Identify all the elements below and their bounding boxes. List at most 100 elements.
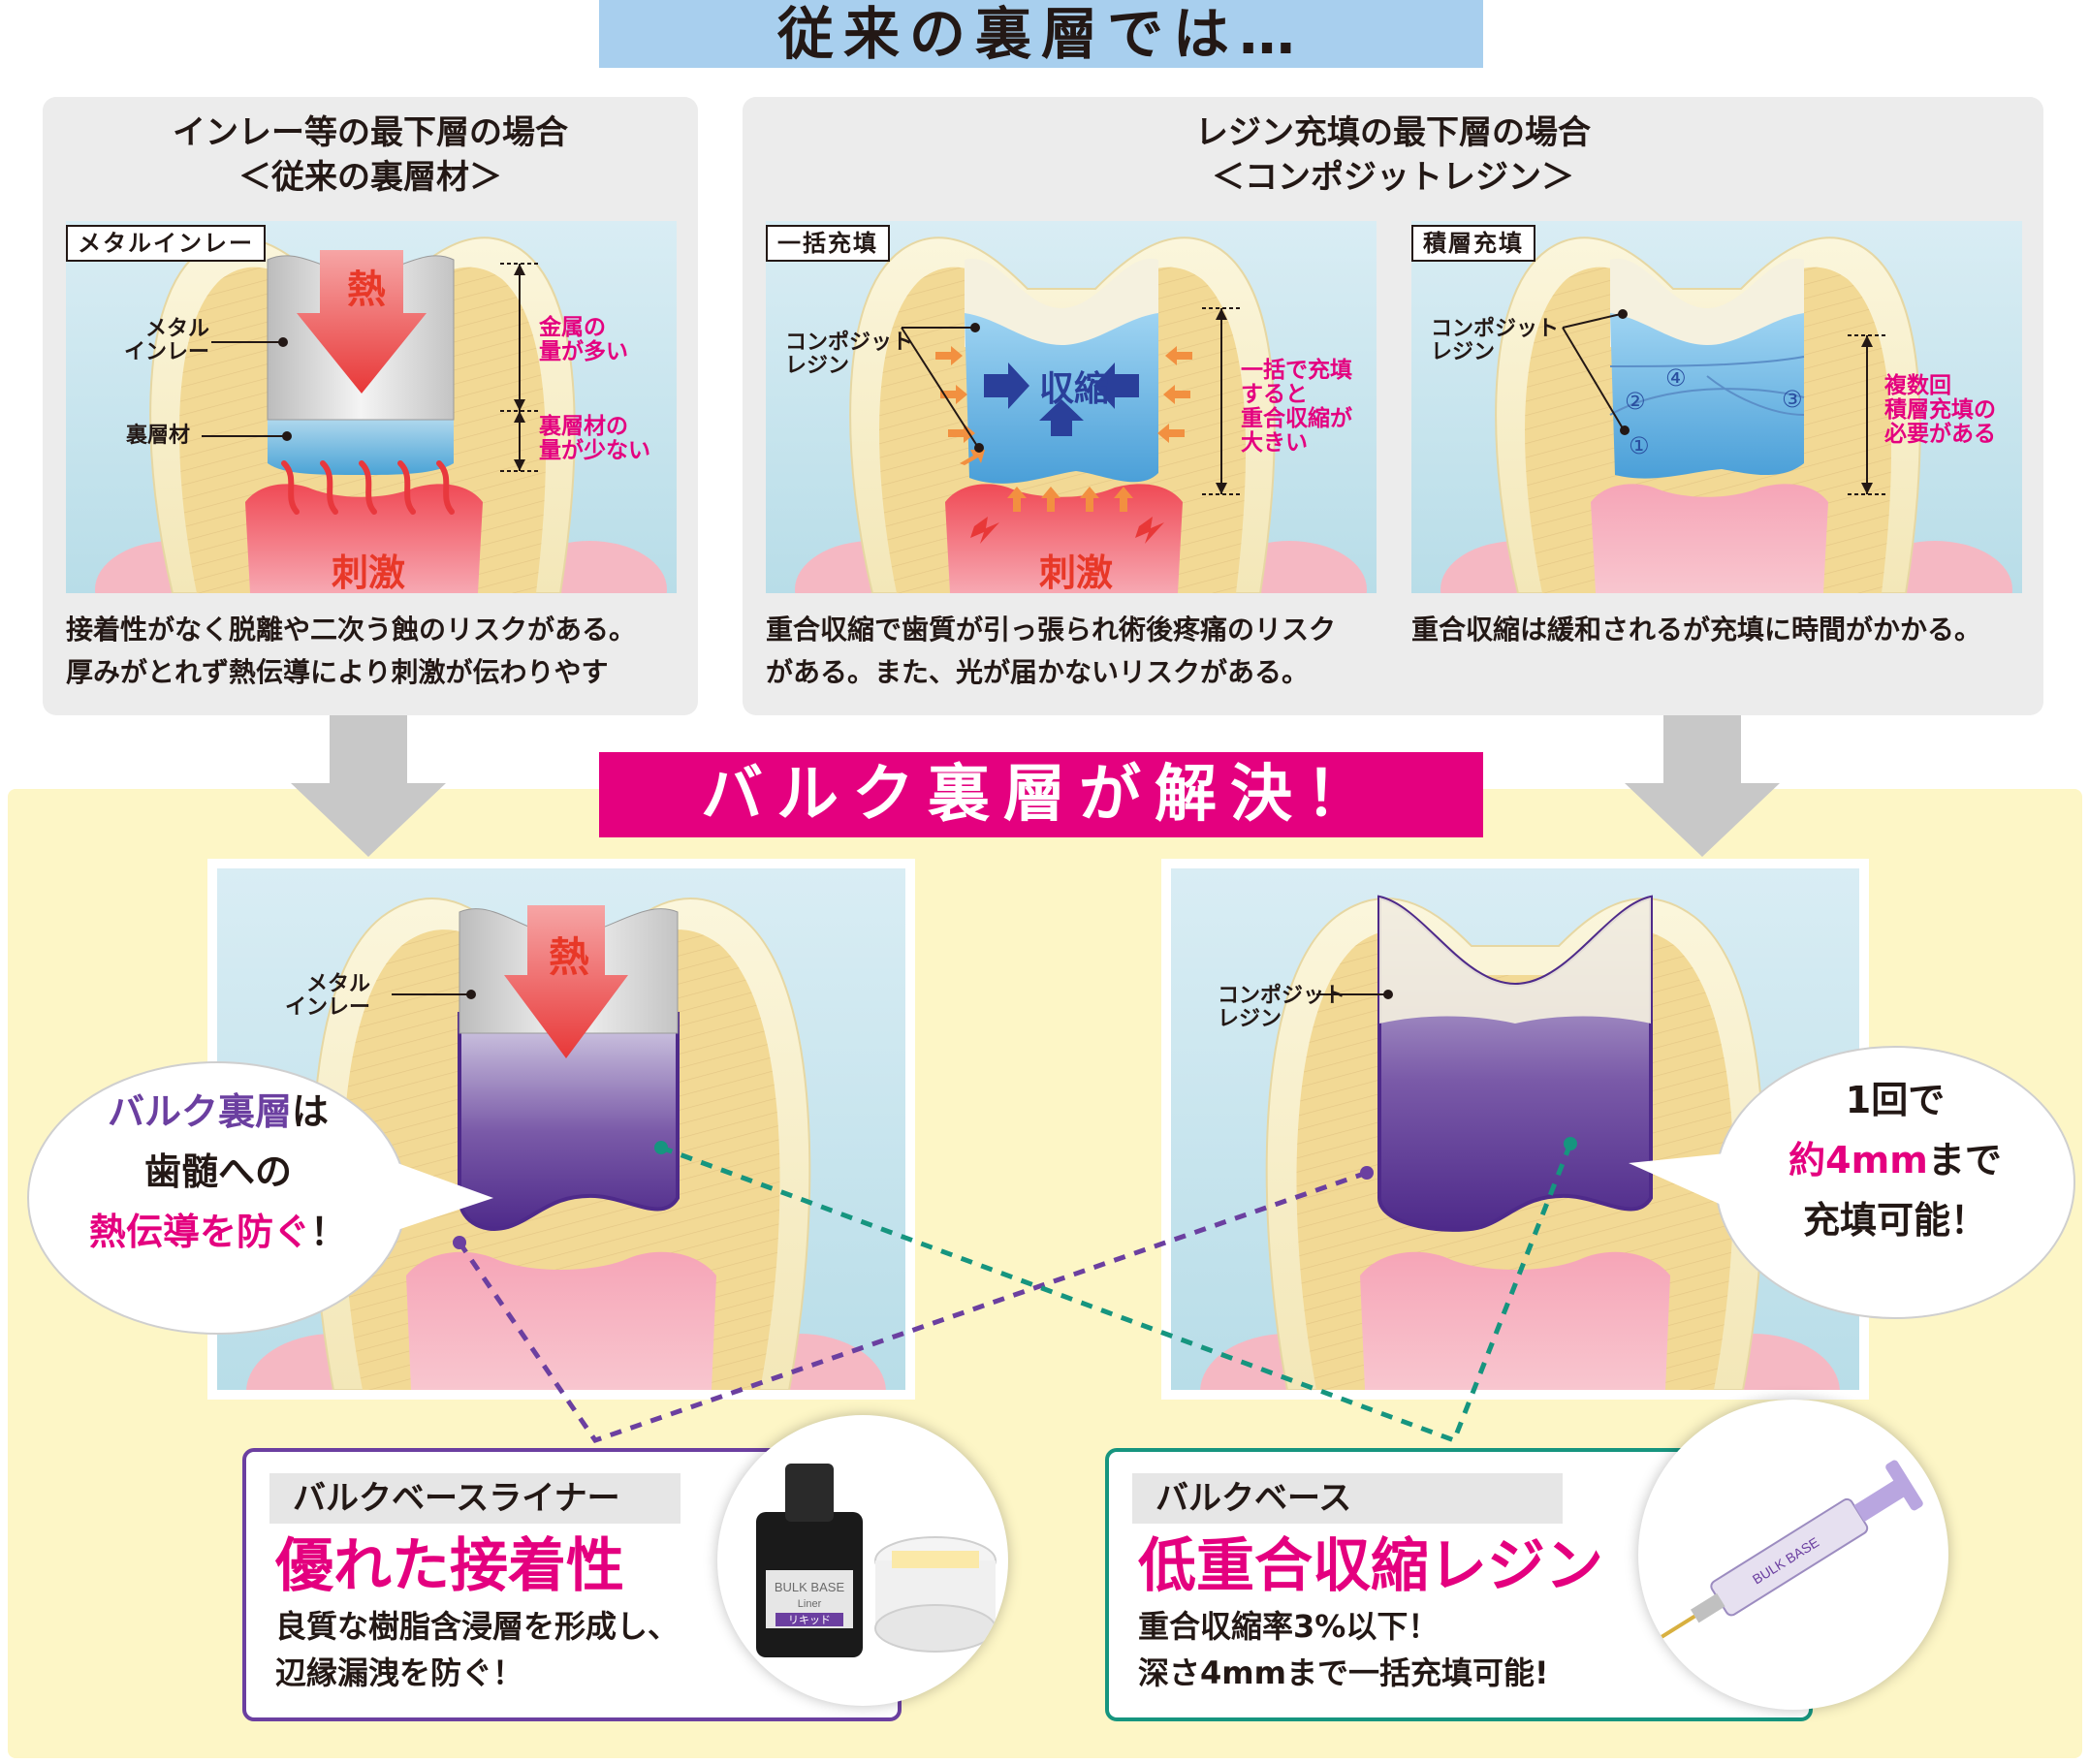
shrink-label: 収縮 <box>1039 369 1110 409</box>
layered-note-line1: 複数回 <box>1884 373 1951 398</box>
bottom-composite-label-line1: コンポジット <box>1218 984 1346 1008</box>
liner-card-body-line1: 良質な樹脂含浸層を形成し、 <box>275 1608 680 1645</box>
bottom-composite-label: コンポジット レジン <box>1218 985 1345 1031</box>
left-speech-bubble <box>27 1061 493 1335</box>
stimulus-label: 刺激 <box>332 551 406 594</box>
bulk-composite-label-line1: コンポジット <box>785 331 914 355</box>
liner-card-headline: 優れた接着性 <box>275 1532 624 1600</box>
left-bubble-text: バルク裏層は 歯髄への 熱伝導を防ぐ！ <box>39 1082 397 1262</box>
left-desc-line2: 厚みがとれず熱伝導により刺激が伝わりやす <box>66 656 609 688</box>
left-desc-line1: 接着性がなく脱離や二次う蝕のリスクがある。 <box>66 614 637 646</box>
bottle-label-line3: リキッド <box>788 1614 831 1626</box>
layered-note: 複数回 積層充填の 必要がある <box>1884 374 1996 447</box>
metal-inlay-diagram <box>66 221 677 593</box>
bottom-metal-label-line2: インレー <box>284 995 370 1020</box>
base-connector <box>660 1143 1573 1444</box>
syringe-icon: BULK BASE <box>1652 1460 1923 1644</box>
base-card-headline: 低重合収縮レジン <box>1138 1532 1603 1600</box>
liner-bottle-icon: BULK BASE Liner リキッド <box>756 1464 997 1657</box>
layered-fill-scene <box>1411 221 2022 593</box>
left-bubble-suffix: は <box>292 1090 330 1133</box>
bottle-label-line1: BULK BASE <box>775 1580 845 1594</box>
down-arrow-right-icon <box>1625 715 1780 857</box>
right-bubble-suffix: まで <box>1927 1139 2002 1181</box>
metal-inlay-label-line2: インレー <box>123 340 209 364</box>
bulk-note-line4: 大きい <box>1241 430 1308 456</box>
bulk-composite-label: コンポジット レジン <box>785 331 913 378</box>
metal-inlay-label: メタル インレー <box>122 318 209 364</box>
liner-amount-note-line1: 裏層材の <box>539 414 628 439</box>
layer-4: ④ <box>1665 364 1687 392</box>
liner-connector <box>457 1170 1368 1443</box>
bottom-heat-label: 熱 <box>549 933 590 981</box>
liner-product-photo: BULK BASE Liner リキッド <box>717 1415 1008 1706</box>
right-panel-title-line2: ＜コンポジットレジン＞ <box>1212 158 1574 197</box>
layer-3: ③ <box>1782 386 1803 413</box>
liner-label: 裏層材 <box>126 424 191 448</box>
left-bubble-exclaim: ！ <box>310 1211 348 1253</box>
right-bubble-text: 1回で 約4mmまで 充填可能！ <box>1725 1070 2065 1250</box>
bulk-note-line2: すると <box>1241 382 1308 407</box>
bulk-desc-line2: がある。また、光が届かないリスクがある。 <box>766 656 1310 688</box>
left-bubble-line3: 熱伝導を防ぐ！ <box>39 1202 397 1262</box>
bulk-note-line1: 一括で充填 <box>1241 358 1352 383</box>
right-bubble-pink: 約4mm <box>1788 1139 1928 1181</box>
heat-label: 熱 <box>347 268 386 312</box>
metal-inlay-tag: メタルインレー <box>66 225 266 262</box>
bulk-desc-line1: 重合収縮で歯質が引っ張られ術後疼痛のリスク <box>766 614 1337 646</box>
liner-card-body: 良質な樹脂含浸層を形成し、 辺縁漏洩を防ぐ！ <box>275 1603 898 1696</box>
base-card-body-line2: 深さ4mmまで一括充填可能! <box>1138 1654 1549 1691</box>
right-panel-title: レジン充填の最下層の場合 ＜コンポジットレジン＞ <box>743 110 2043 200</box>
base-card-body-line1: 重合収縮率3%以下！ <box>1138 1608 1440 1645</box>
right-bubble-line3: 充填可能！ <box>1802 1199 1987 1242</box>
bulk-fill-tag: 一括充填 <box>766 225 890 262</box>
bulk-fill-diagram <box>766 221 1377 593</box>
left-bubble-line2: 歯髄への <box>143 1150 292 1193</box>
bulk-shrink-note: 一括で充填 すると 重合収縮が 大きい <box>1241 359 1352 456</box>
left-panel-title-line1: インレー等の最下層の場合 <box>173 113 568 152</box>
metal-amount-note: 金属の 量が多い <box>539 316 628 364</box>
layered-fill-tag: 積層充填 <box>1411 225 1535 262</box>
left-panel-title-line2: ＜従来の裏層材＞ <box>238 158 502 197</box>
base-card-tag: バルクベース <box>1132 1473 1563 1524</box>
layer-2: ② <box>1625 388 1646 415</box>
metal-inlay-scene <box>66 221 677 593</box>
metal-inlay-label-line1: メタル <box>144 317 209 341</box>
bulk-base-card: バルクベース 低重合収縮レジン 重合収縮率3%以下！ 深さ4mmまで一括充填可能… <box>1105 1448 1813 1721</box>
layered-composite-label-line1: コンポジット <box>1431 317 1560 341</box>
right-speech-bubble <box>1629 1046 2075 1319</box>
bottle-label-line2: Liner <box>798 1598 822 1610</box>
down-arrow-left-icon <box>291 715 446 857</box>
left-panel-title: インレー等の最下層の場合 ＜従来の裏層材＞ <box>43 110 698 200</box>
left-bubble-line1: バルク裏層は <box>39 1082 397 1142</box>
bottom-composite-label-line2: レジン <box>1218 1007 1282 1031</box>
layered-fill-diagram <box>1411 221 2022 593</box>
layered-composite-label-line2: レジン <box>1431 340 1496 364</box>
bulk-stimulus-label: 刺激 <box>1039 551 1114 594</box>
metal-amount-note-line2: 量が多い <box>539 339 628 364</box>
layer-1: ① <box>1629 432 1650 459</box>
right-bubble-line1: 1回で <box>1845 1079 1946 1121</box>
left-bubble-pink: 熱伝導を防ぐ <box>88 1211 310 1253</box>
top-banner: 従来の裏層では… <box>599 0 1483 68</box>
bulk-fill-scene <box>766 221 1377 593</box>
bulk-base-scene-frame <box>1161 859 1869 1450</box>
solution-banner: バルク裏層が解決！ <box>599 752 1483 837</box>
liner-amount-note-line2: 量が少ない <box>539 438 650 463</box>
layered-composite-label: コンポジット レジン <box>1431 318 1559 364</box>
layered-note-line3: 必要がある <box>1884 422 1996 447</box>
bulk-description: 重合収縮で歯質が引っ張られ術後疼痛のリスク がある。また、光が届かないリスクがあ… <box>766 609 1406 694</box>
layered-description: 重合収縮は緩和されるが充填に時間がかかる。 <box>1411 614 1982 646</box>
right-panel-title-line1: レジン充填の最下層の場合 <box>1195 113 1591 152</box>
bulk-note-line3: 重合収縮が <box>1241 406 1352 431</box>
liner-card-tag: バルクベースライナー <box>269 1473 681 1524</box>
bulk-base-diagram <box>1171 868 1859 1450</box>
liner-card-body-line2: 辺縁漏洩を防ぐ！ <box>275 1654 524 1691</box>
layered-note-line2: 積層充填の <box>1884 397 1996 423</box>
liner-amount-note: 裏層材の 量が少ない <box>539 415 650 463</box>
base-card-body: 重合収縮率3%以下！ 深さ4mmまで一括充填可能! <box>1138 1603 1809 1696</box>
left-bubble-highlight: バルク裏層 <box>107 1090 292 1133</box>
base-product-photo: BULK BASE <box>1638 1400 1948 1710</box>
left-panel-description: 接着性がなく脱離や二次う蝕のリスクがある。 厚みがとれず熱伝導により刺激が伝わり… <box>66 609 696 694</box>
